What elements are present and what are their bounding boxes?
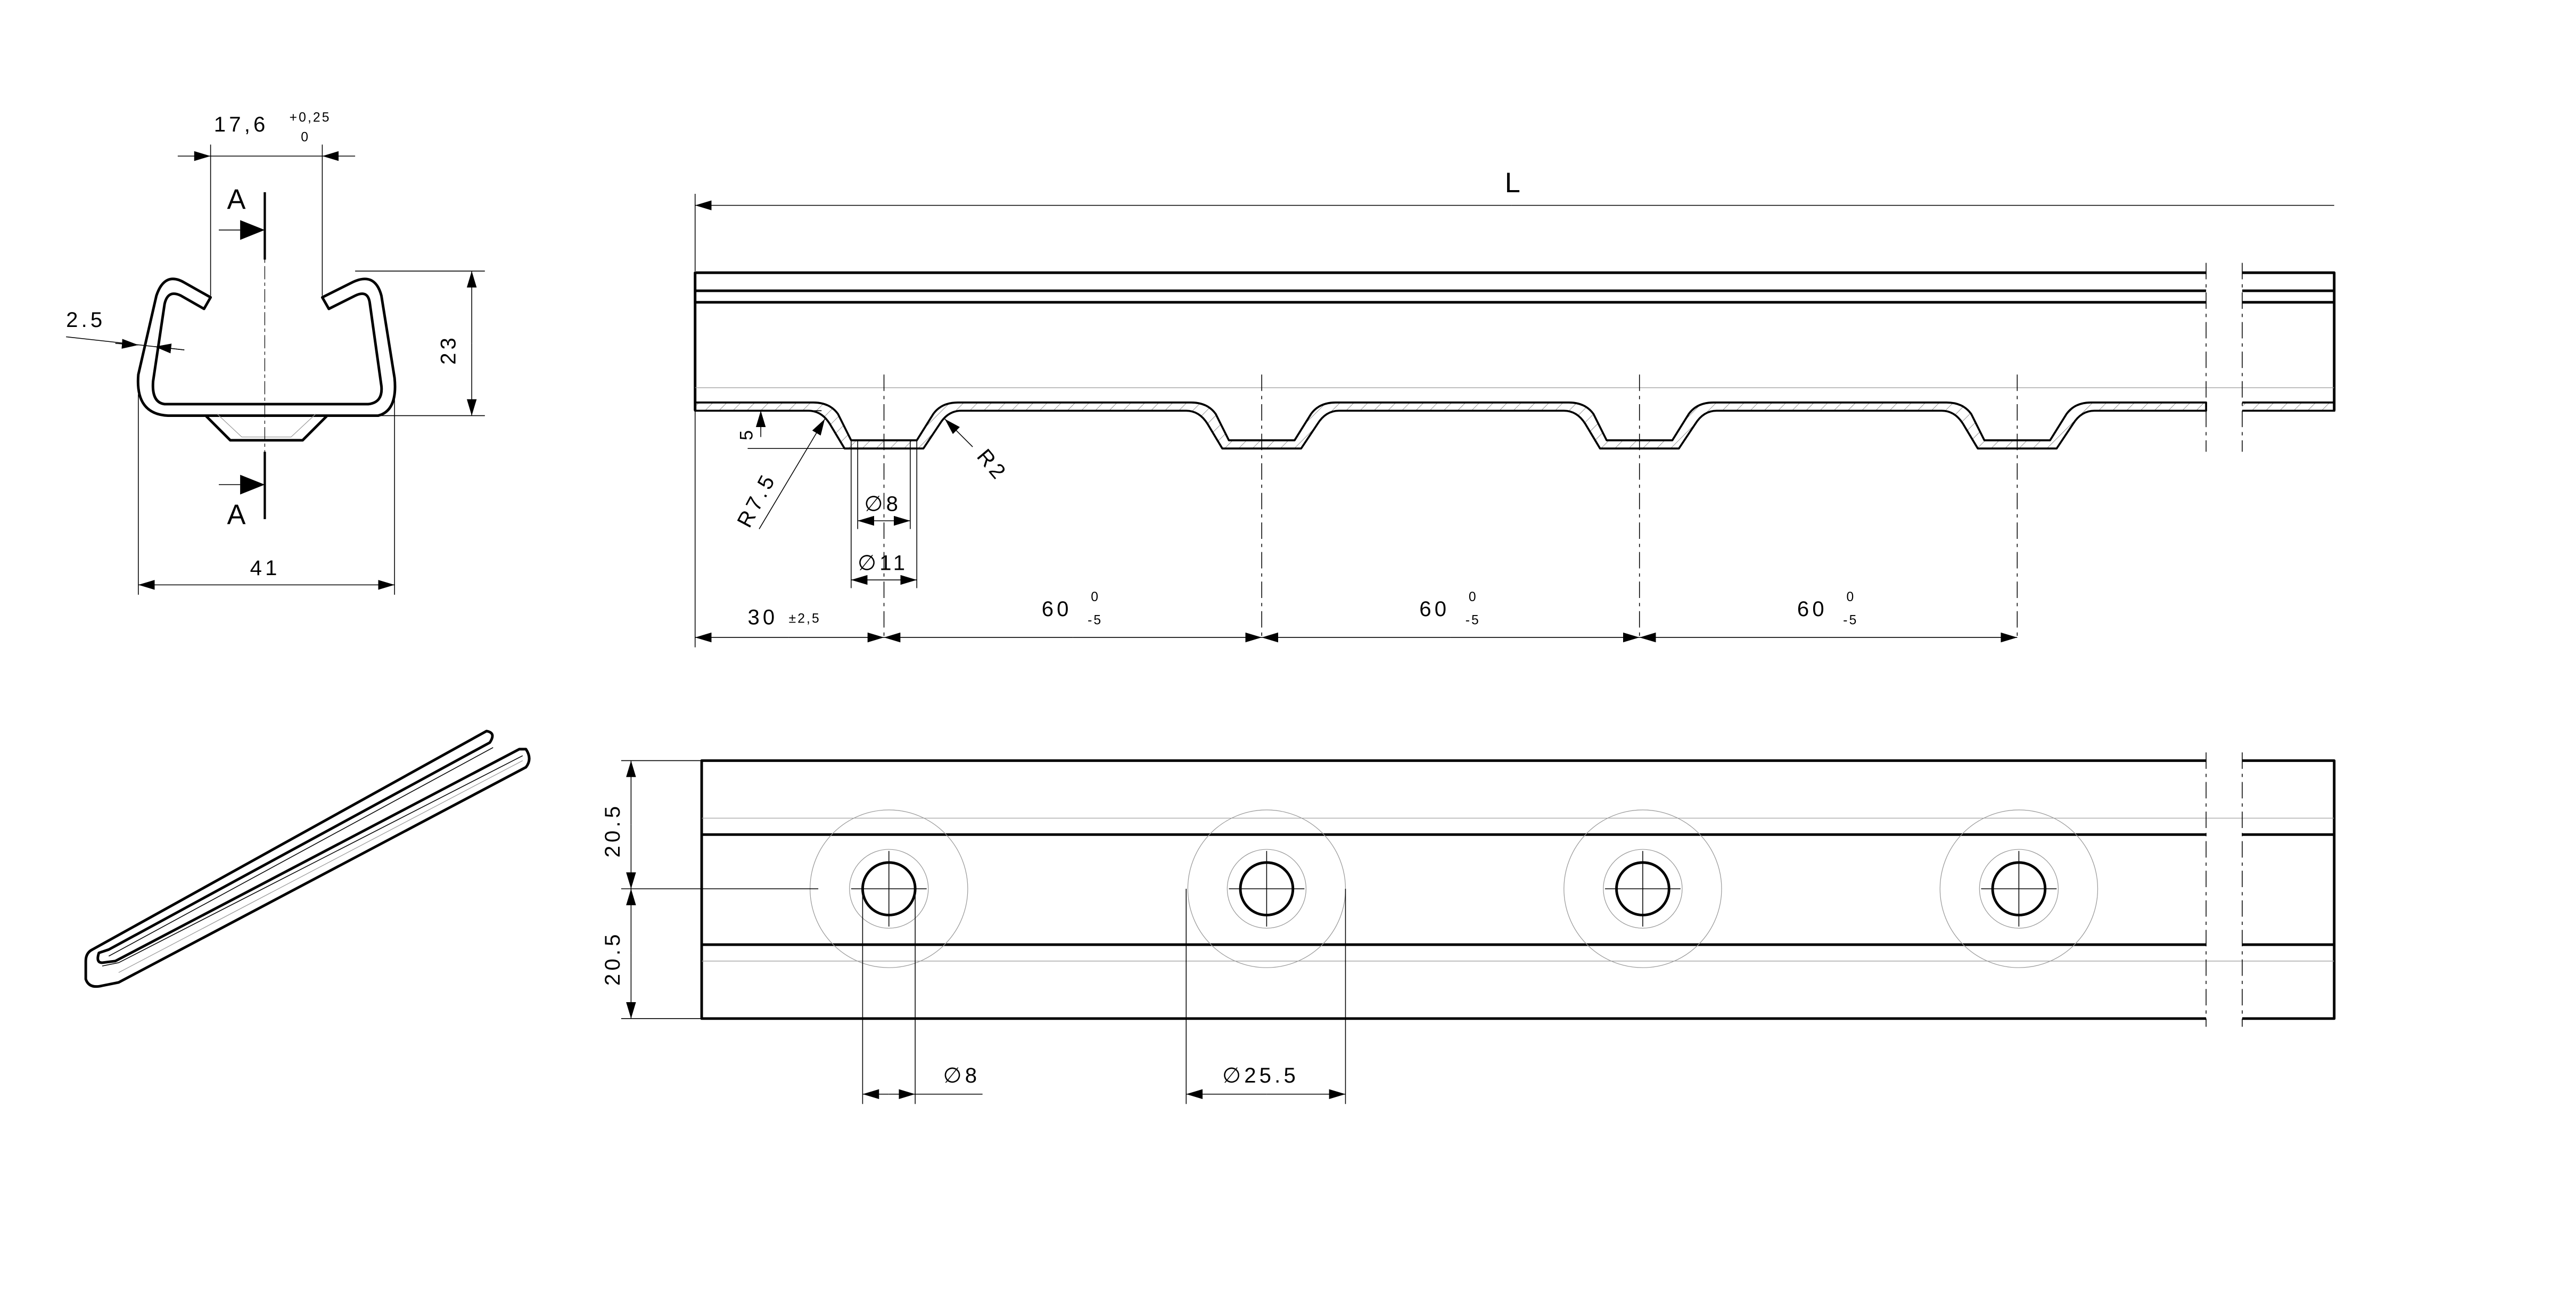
isometric-view <box>84 730 531 988</box>
svg-text:60: 60 <box>1042 597 1072 621</box>
hole-diameter-dim: ∅8 <box>865 493 902 516</box>
half-width-bottom-dim: 20.5 <box>601 931 624 986</box>
radius-small-dim: R2 <box>972 445 1012 486</box>
pitch-dim-2: 60 0 -5 <box>1419 590 1480 627</box>
height-dim: 23 <box>437 334 460 365</box>
hole-4 <box>1939 809 2098 968</box>
slot-tol-upper: +0,25 <box>290 110 331 125</box>
svg-text:60: 60 <box>1419 597 1450 621</box>
section-arrow-bottom <box>240 474 265 495</box>
rail-outline <box>84 730 531 988</box>
half-width-top-dim: 20.5 <box>601 803 624 858</box>
hole-3 <box>1563 809 1722 968</box>
width-dim: 41 <box>250 556 281 580</box>
bottom-hole-diameter-dim: ∅8 <box>943 1064 981 1087</box>
slot-tol-lower: 0 <box>301 130 310 144</box>
dimple-diameter-dim: ∅11 <box>858 552 908 575</box>
pitch-dim-1: 60 0 -5 <box>1042 590 1102 627</box>
pitch-dim-3: 60 0 -5 <box>1797 590 1858 627</box>
dimple-hidden-line <box>217 414 316 438</box>
svg-text:-5: -5 <box>1088 613 1102 627</box>
bottom-view: 20.5 20.5 ∅8 ∅25.5 <box>601 752 2336 1104</box>
side-view: L 5 R7.5 R2 ∅8 ∅11 30 <box>694 168 2336 648</box>
svg-text:0: 0 <box>1846 590 1855 604</box>
first-offset-dim: 30 <box>747 605 778 629</box>
rail-top <box>694 271 2336 411</box>
section-arrow-top <box>240 220 265 240</box>
radius-large-dim: R7.5 <box>733 469 781 531</box>
svg-text:-5: -5 <box>1466 613 1480 627</box>
profile-dimple <box>204 414 328 442</box>
svg-text:0: 0 <box>1469 590 1478 604</box>
section-label-bottom: A <box>227 499 249 530</box>
svg-text:60: 60 <box>1797 597 1828 621</box>
boss-diameter-dim: ∅25.5 <box>1222 1064 1299 1087</box>
rail-plan-outline <box>700 759 2336 1020</box>
slot-width-dim: 17,6 <box>214 113 269 136</box>
dimple-depth-dim: 5 <box>737 429 757 440</box>
section-label-top: A <box>227 184 249 215</box>
profile-outer <box>136 277 397 417</box>
first-offset-tol: ±2,5 <box>789 611 821 626</box>
thickness-dim: 2.5 <box>66 308 105 332</box>
length-dim: L <box>1505 168 1524 199</box>
svg-text:0: 0 <box>1091 590 1100 604</box>
rail-bottom-wall <box>694 402 2335 450</box>
section-view: A A 17,6 +0,25 0 2.5 23 41 <box>66 110 485 595</box>
svg-text:-5: -5 <box>1843 613 1858 627</box>
